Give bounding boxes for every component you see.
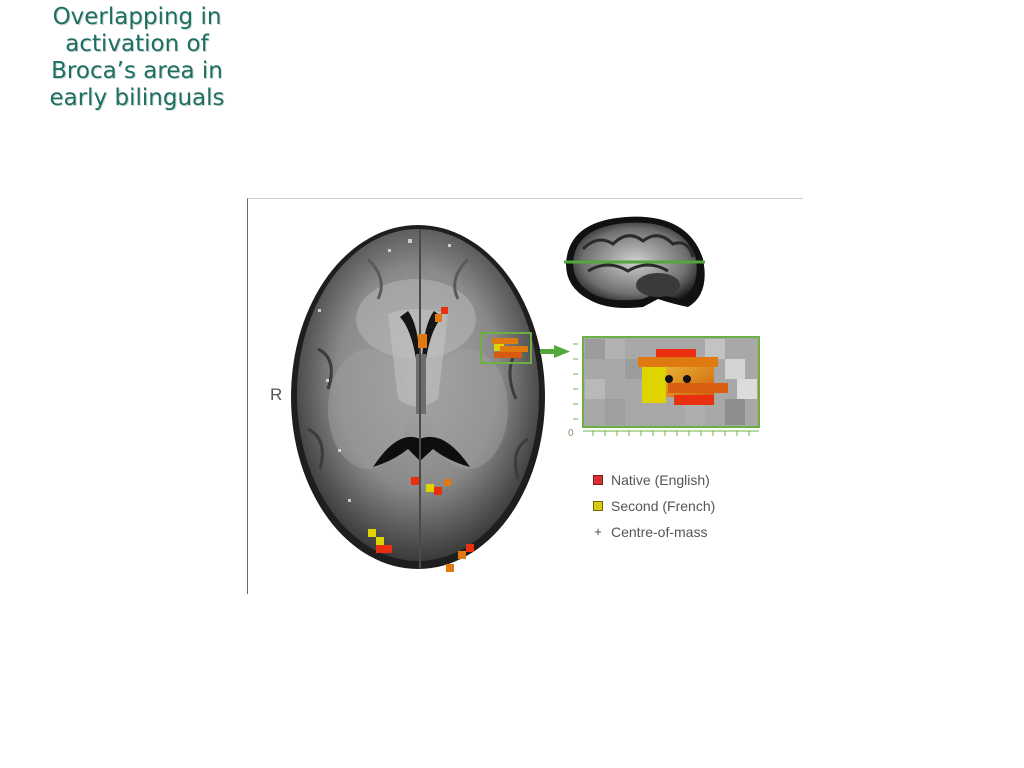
centre-of-mass-marker-second bbox=[683, 375, 691, 383]
fmri-illustration bbox=[291, 216, 760, 572]
title-line-3: Broca’s area in bbox=[51, 58, 223, 84]
title-line-2: activation of bbox=[65, 31, 209, 57]
activation-voxels bbox=[368, 307, 474, 572]
slide-title: Overlapping in activation of Broca’s are… bbox=[28, 4, 246, 112]
legend-item-native: Native (English) bbox=[593, 467, 715, 493]
legend-item-centre: + Centre-of-mass bbox=[593, 519, 715, 545]
title-line-4: early bilinguals bbox=[49, 85, 225, 111]
legend-label-native: Native (English) bbox=[611, 472, 710, 488]
right-hemisphere-label: R bbox=[270, 385, 283, 404]
zoom-inset bbox=[573, 336, 760, 436]
zoom-arrow bbox=[540, 345, 570, 358]
legend-item-second: Second (French) bbox=[593, 493, 715, 519]
legend: Native (English) Second (French) + Centr… bbox=[593, 467, 715, 545]
inset-axis-zero-label: 0 bbox=[568, 428, 574, 439]
axial-brain-slice bbox=[291, 225, 545, 569]
native-swatch bbox=[593, 475, 603, 485]
title-line-1: Overlapping in bbox=[52, 4, 222, 30]
legend-label-second: Second (French) bbox=[611, 498, 716, 514]
centre-of-mass-marker-native bbox=[665, 375, 673, 383]
broca-selection-box bbox=[480, 332, 532, 364]
fmri-figure: R 0 Native (English) Second (French) + C… bbox=[247, 198, 803, 594]
legend-label-centre: Centre-of-mass bbox=[611, 524, 708, 540]
second-swatch bbox=[593, 501, 603, 511]
sagittal-brain bbox=[564, 216, 705, 308]
cross-icon: + bbox=[594, 524, 602, 539]
